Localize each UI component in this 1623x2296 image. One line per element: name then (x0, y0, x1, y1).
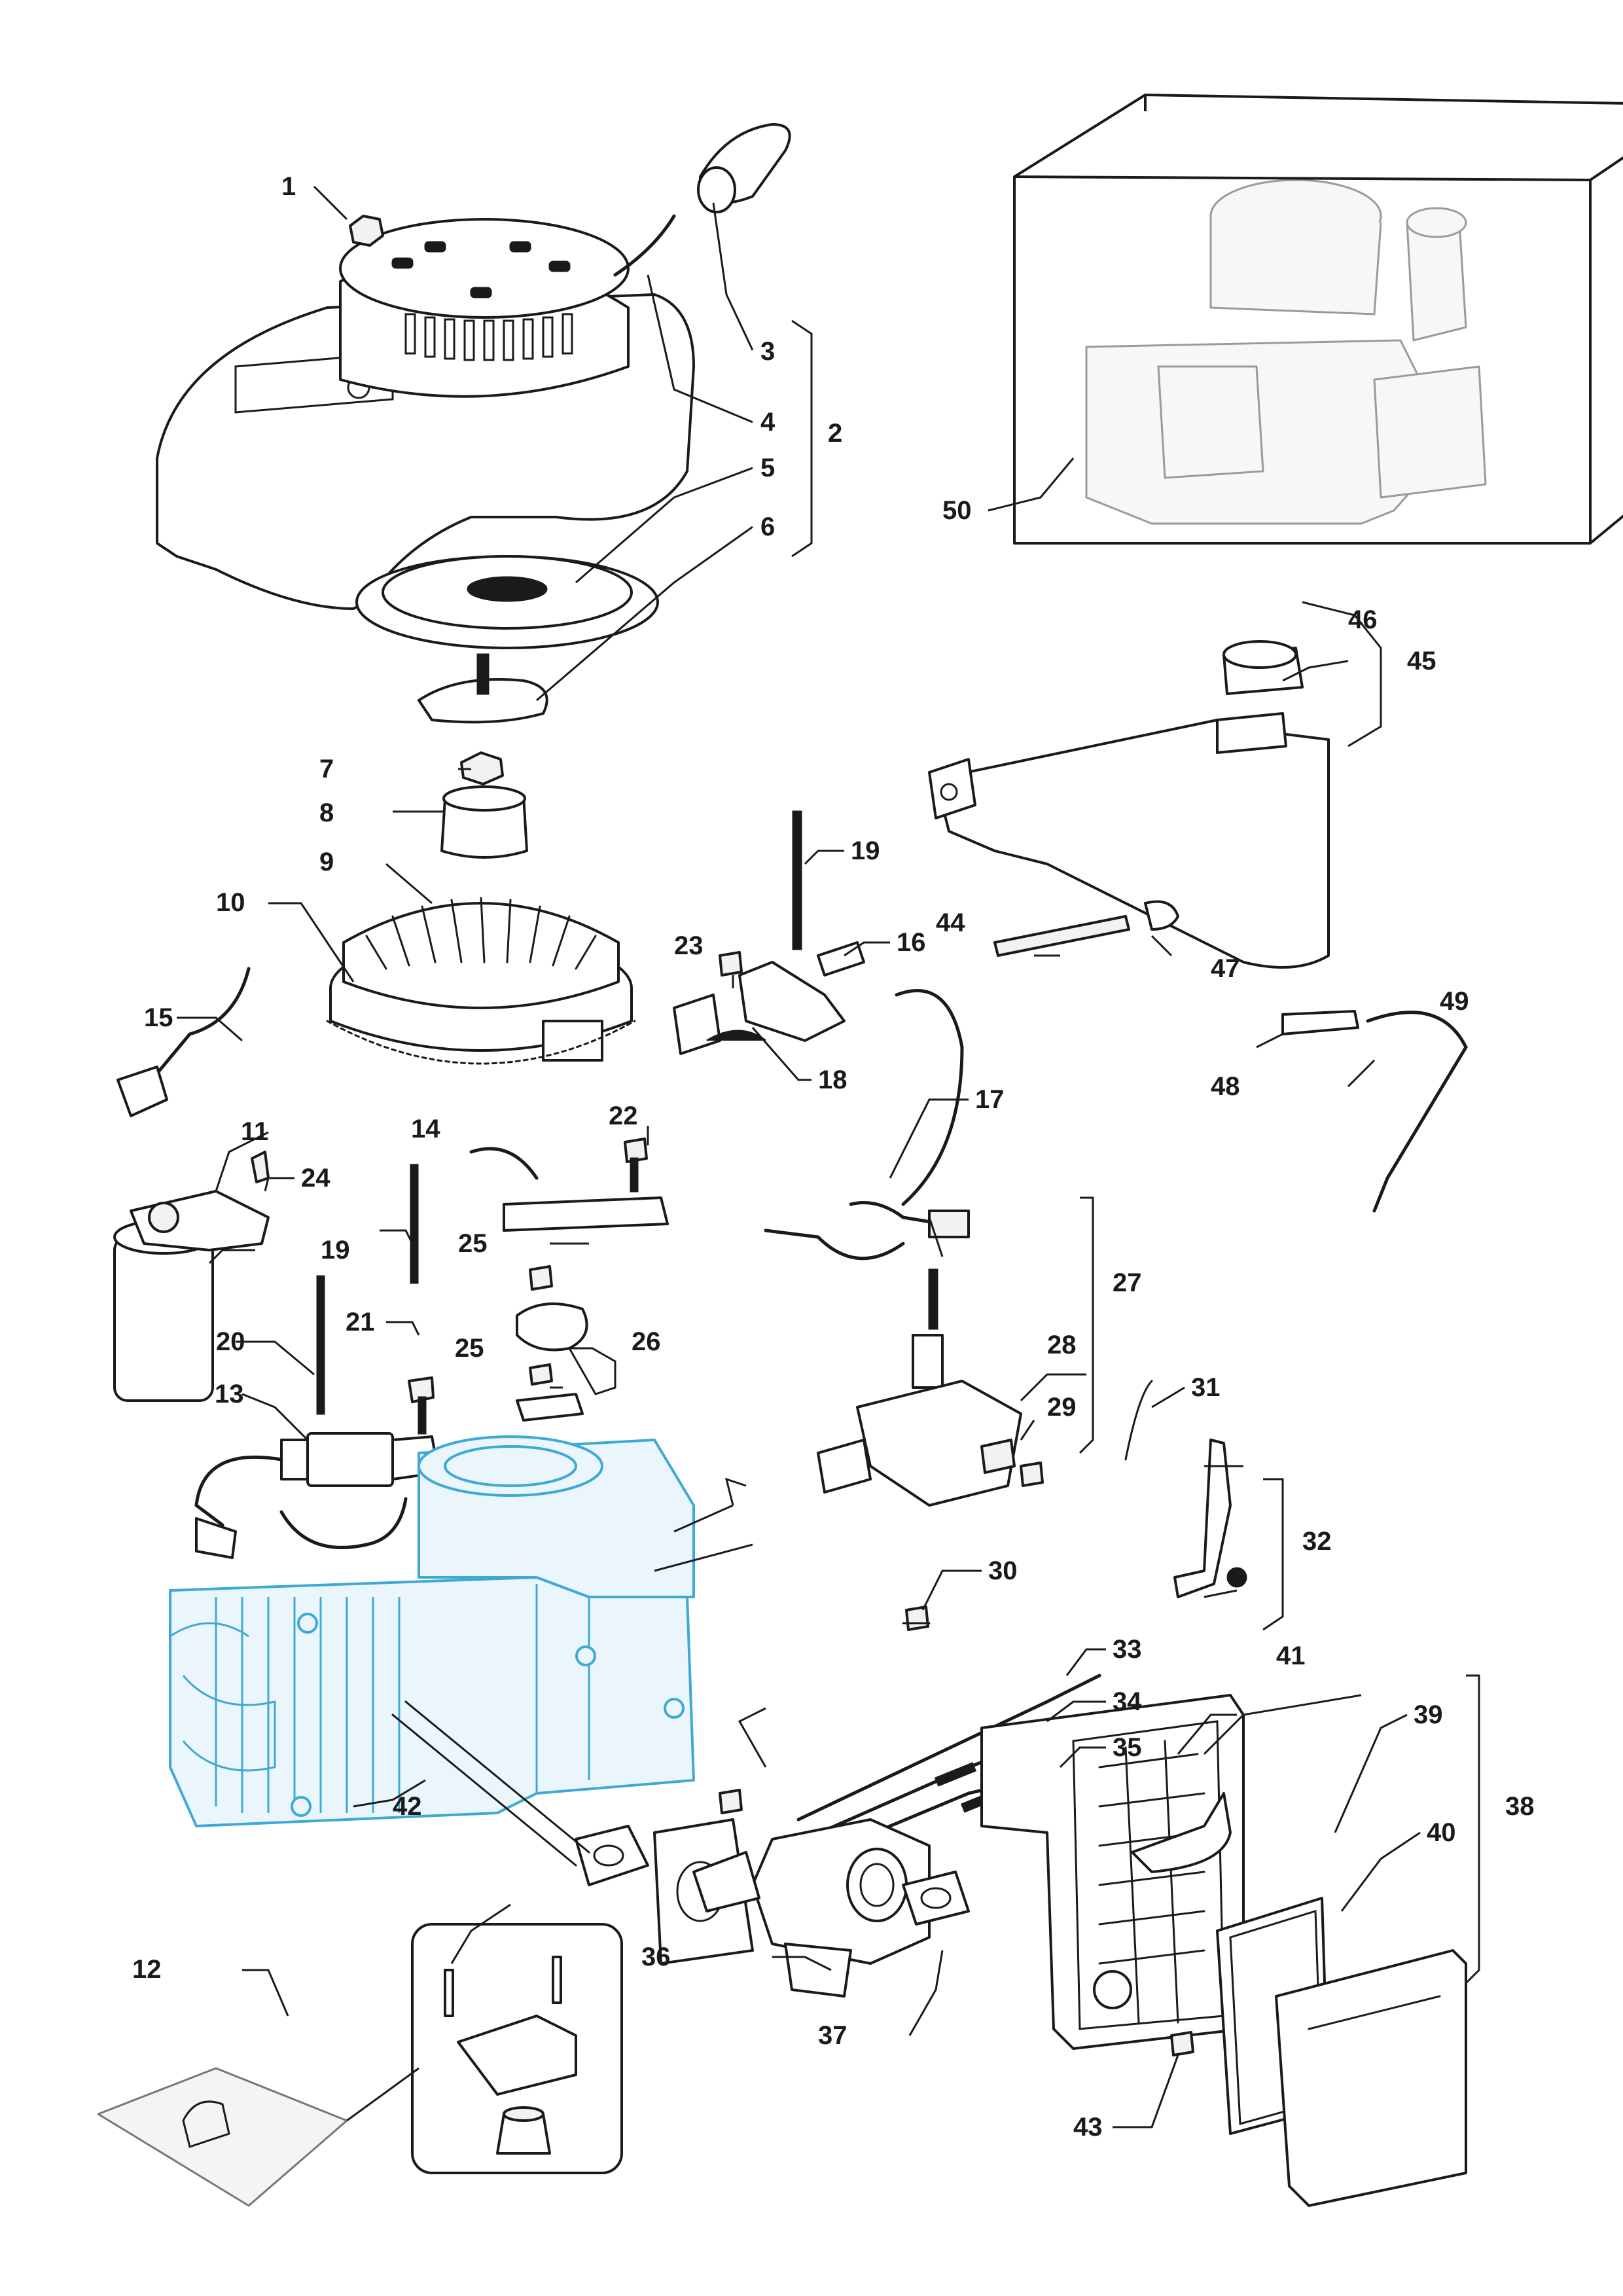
ignition-plate-and-lead (116, 967, 669, 1284)
recoil-starter-assembly (156, 123, 791, 724)
throttle-bracket-and-harness (673, 810, 970, 1261)
throttle-lever (1124, 1380, 1247, 1598)
carburetor-assembly (391, 1700, 970, 1998)
governor-parts (516, 1265, 588, 1422)
callout-31: 31 (1191, 1373, 1221, 1402)
callout-32: 32 (1302, 1527, 1332, 1556)
callout-1: 1 (281, 172, 296, 201)
air-filter-assembly (980, 1694, 1467, 2207)
callout-11: 11 (241, 1117, 268, 1146)
callout-24: 24 (301, 1164, 330, 1193)
callout-13: 13 (215, 1380, 244, 1408)
callout-45: 45 (1407, 647, 1436, 675)
callout-37: 37 (818, 2021, 847, 2050)
complete-engine-box (1013, 94, 1623, 545)
callout-33: 33 (1113, 1635, 1142, 1664)
callout-47: 47 (1211, 954, 1240, 983)
callout-36: 36 (641, 1943, 671, 1971)
callout-49: 49 (1440, 987, 1469, 1016)
callout-12: 12 (132, 1955, 162, 1984)
callout-38: 38 (1505, 1792, 1535, 1821)
callout-26: 26 (632, 1327, 661, 1356)
callout-42: 42 (393, 1792, 422, 1821)
callout-19a: 19 (851, 836, 880, 865)
callout-34: 34 (1113, 1687, 1142, 1716)
spare-parts-bag (97, 1923, 623, 2207)
callout-40: 40 (1427, 1818, 1456, 1847)
callout-35: 35 (1113, 1733, 1142, 1762)
callout-44: 44 (936, 908, 965, 937)
callout-30: 30 (988, 1556, 1018, 1585)
throttle-control-assembly (817, 1268, 1044, 1631)
engine-block (169, 1435, 695, 1827)
callout-10: 10 (216, 888, 245, 917)
callout-25a: 25 (458, 1229, 488, 1258)
callout-18: 18 (818, 1066, 847, 1094)
callout-2: 2 (828, 419, 842, 448)
callout-29: 29 (1047, 1393, 1077, 1422)
callout-39: 39 (1414, 1700, 1443, 1729)
flywheel-assembly (326, 751, 636, 1065)
callout-labels: 1 2 3 4 5 6 7 8 9 10 11 12 13 14 15 16 1… (132, 172, 1535, 2142)
electric-starter-motor (113, 1151, 270, 1402)
callout-5: 5 (760, 454, 775, 482)
callout-48: 48 (1211, 1072, 1240, 1101)
callout-14: 14 (411, 1115, 440, 1143)
callout-15: 15 (144, 1003, 173, 1032)
callout-20: 20 (216, 1327, 245, 1356)
callout-43: 43 (1073, 2113, 1103, 2142)
callout-6: 6 (760, 512, 775, 541)
callout-19b: 19 (321, 1236, 350, 1265)
callout-4: 4 (760, 408, 776, 437)
callout-8: 8 (319, 798, 334, 827)
callout-28: 28 (1047, 1331, 1077, 1359)
callout-leaders (177, 185, 1480, 2128)
ignition-coil (194, 1275, 440, 1559)
callout-22: 22 (609, 1102, 638, 1130)
callout-50: 50 (942, 496, 972, 525)
callout-27: 27 (1113, 1268, 1142, 1297)
callout-25b: 25 (455, 1334, 484, 1363)
callout-7: 7 (319, 755, 334, 783)
callout-16: 16 (897, 928, 926, 957)
fuel-tank-assembly (928, 640, 1468, 1213)
callout-17: 17 (975, 1085, 1005, 1114)
callout-46: 46 (1348, 605, 1378, 634)
callout-23: 23 (674, 931, 704, 960)
callout-3: 3 (760, 337, 775, 366)
callout-9: 9 (319, 848, 334, 876)
callout-41: 41 (1276, 1641, 1306, 1670)
callout-21: 21 (346, 1308, 375, 1336)
